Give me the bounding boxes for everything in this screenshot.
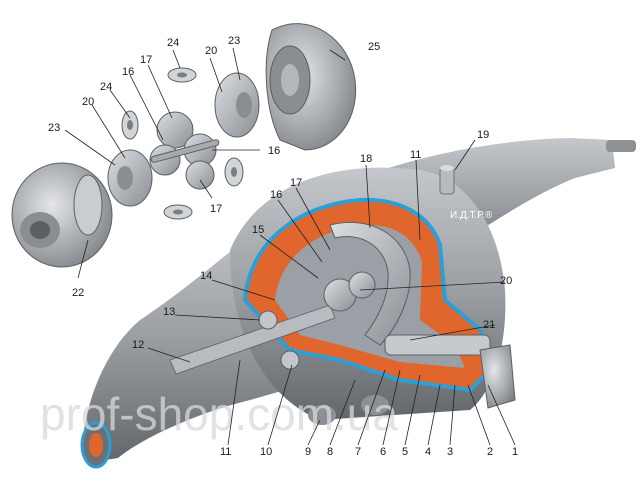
bearing <box>280 350 300 370</box>
part-labels: 24 20 23 25 17 16 24 20 23 16 17 22 18 1… <box>48 35 518 458</box>
side-gear <box>348 271 376 299</box>
label-20b: 20 <box>82 96 94 108</box>
label-7: 7 <box>355 446 361 458</box>
label-19: 19 <box>477 129 489 141</box>
bearing <box>258 310 278 330</box>
label-24: 24 <box>167 37 179 49</box>
washer-hole <box>231 167 237 177</box>
label-17c: 17 <box>290 177 302 189</box>
label-22: 22 <box>72 287 84 299</box>
label-17b: 17 <box>210 203 222 215</box>
exploded-view <box>11 23 357 268</box>
label-20: 20 <box>205 45 217 57</box>
label-25: 25 <box>368 41 380 53</box>
watermark: prof-shop.com.ua <box>40 388 398 440</box>
label-13: 13 <box>163 306 175 318</box>
mount-lug <box>308 405 336 425</box>
label-2: 2 <box>487 446 493 458</box>
differential-case-half <box>265 23 357 151</box>
label-15: 15 <box>252 224 264 236</box>
cutaway-inner <box>275 224 465 368</box>
leader-lines <box>64 47 516 446</box>
label-18: 18 <box>360 153 372 165</box>
label-20c: 20 <box>500 275 512 287</box>
label-23b: 23 <box>48 122 60 134</box>
label-1: 1 <box>512 446 518 458</box>
label-24b: 24 <box>100 81 112 93</box>
label-8: 8 <box>327 446 333 458</box>
label-23: 23 <box>228 35 240 47</box>
washer-hole <box>173 209 183 215</box>
right-shaft-end <box>606 140 636 152</box>
satellite-gears-cluster <box>149 111 220 190</box>
label-3: 3 <box>447 446 453 458</box>
brand-mark: И.Д.Т.Р.® <box>450 210 493 221</box>
label-21: 21 <box>483 319 495 331</box>
side-gear-right <box>214 72 260 138</box>
washer-hole <box>127 120 133 130</box>
label-11a: 11 <box>410 149 421 161</box>
label-12: 12 <box>132 339 144 351</box>
label-4: 4 <box>425 446 431 458</box>
label-11b: 11 <box>220 446 231 458</box>
side-gear-left <box>107 149 153 207</box>
left-tube-bore <box>89 433 103 457</box>
breather <box>439 165 455 195</box>
cutaway-section: И.Д.Т.Р.® <box>169 197 516 425</box>
label-9: 9 <box>305 446 311 458</box>
label-5: 5 <box>402 446 408 458</box>
label-10: 10 <box>260 446 272 458</box>
differential-case <box>11 162 113 268</box>
label-14: 14 <box>200 270 212 282</box>
label-16c: 16 <box>270 189 282 201</box>
label-16b: 16 <box>268 145 280 157</box>
washer-hole <box>177 72 187 78</box>
ring-gear <box>329 221 411 346</box>
mount-lug <box>361 395 389 415</box>
label-17: 17 <box>140 54 152 66</box>
pinion-shaft <box>384 334 491 356</box>
label-6: 6 <box>380 446 386 458</box>
label-16: 16 <box>122 66 134 78</box>
drive-flange <box>479 344 516 409</box>
